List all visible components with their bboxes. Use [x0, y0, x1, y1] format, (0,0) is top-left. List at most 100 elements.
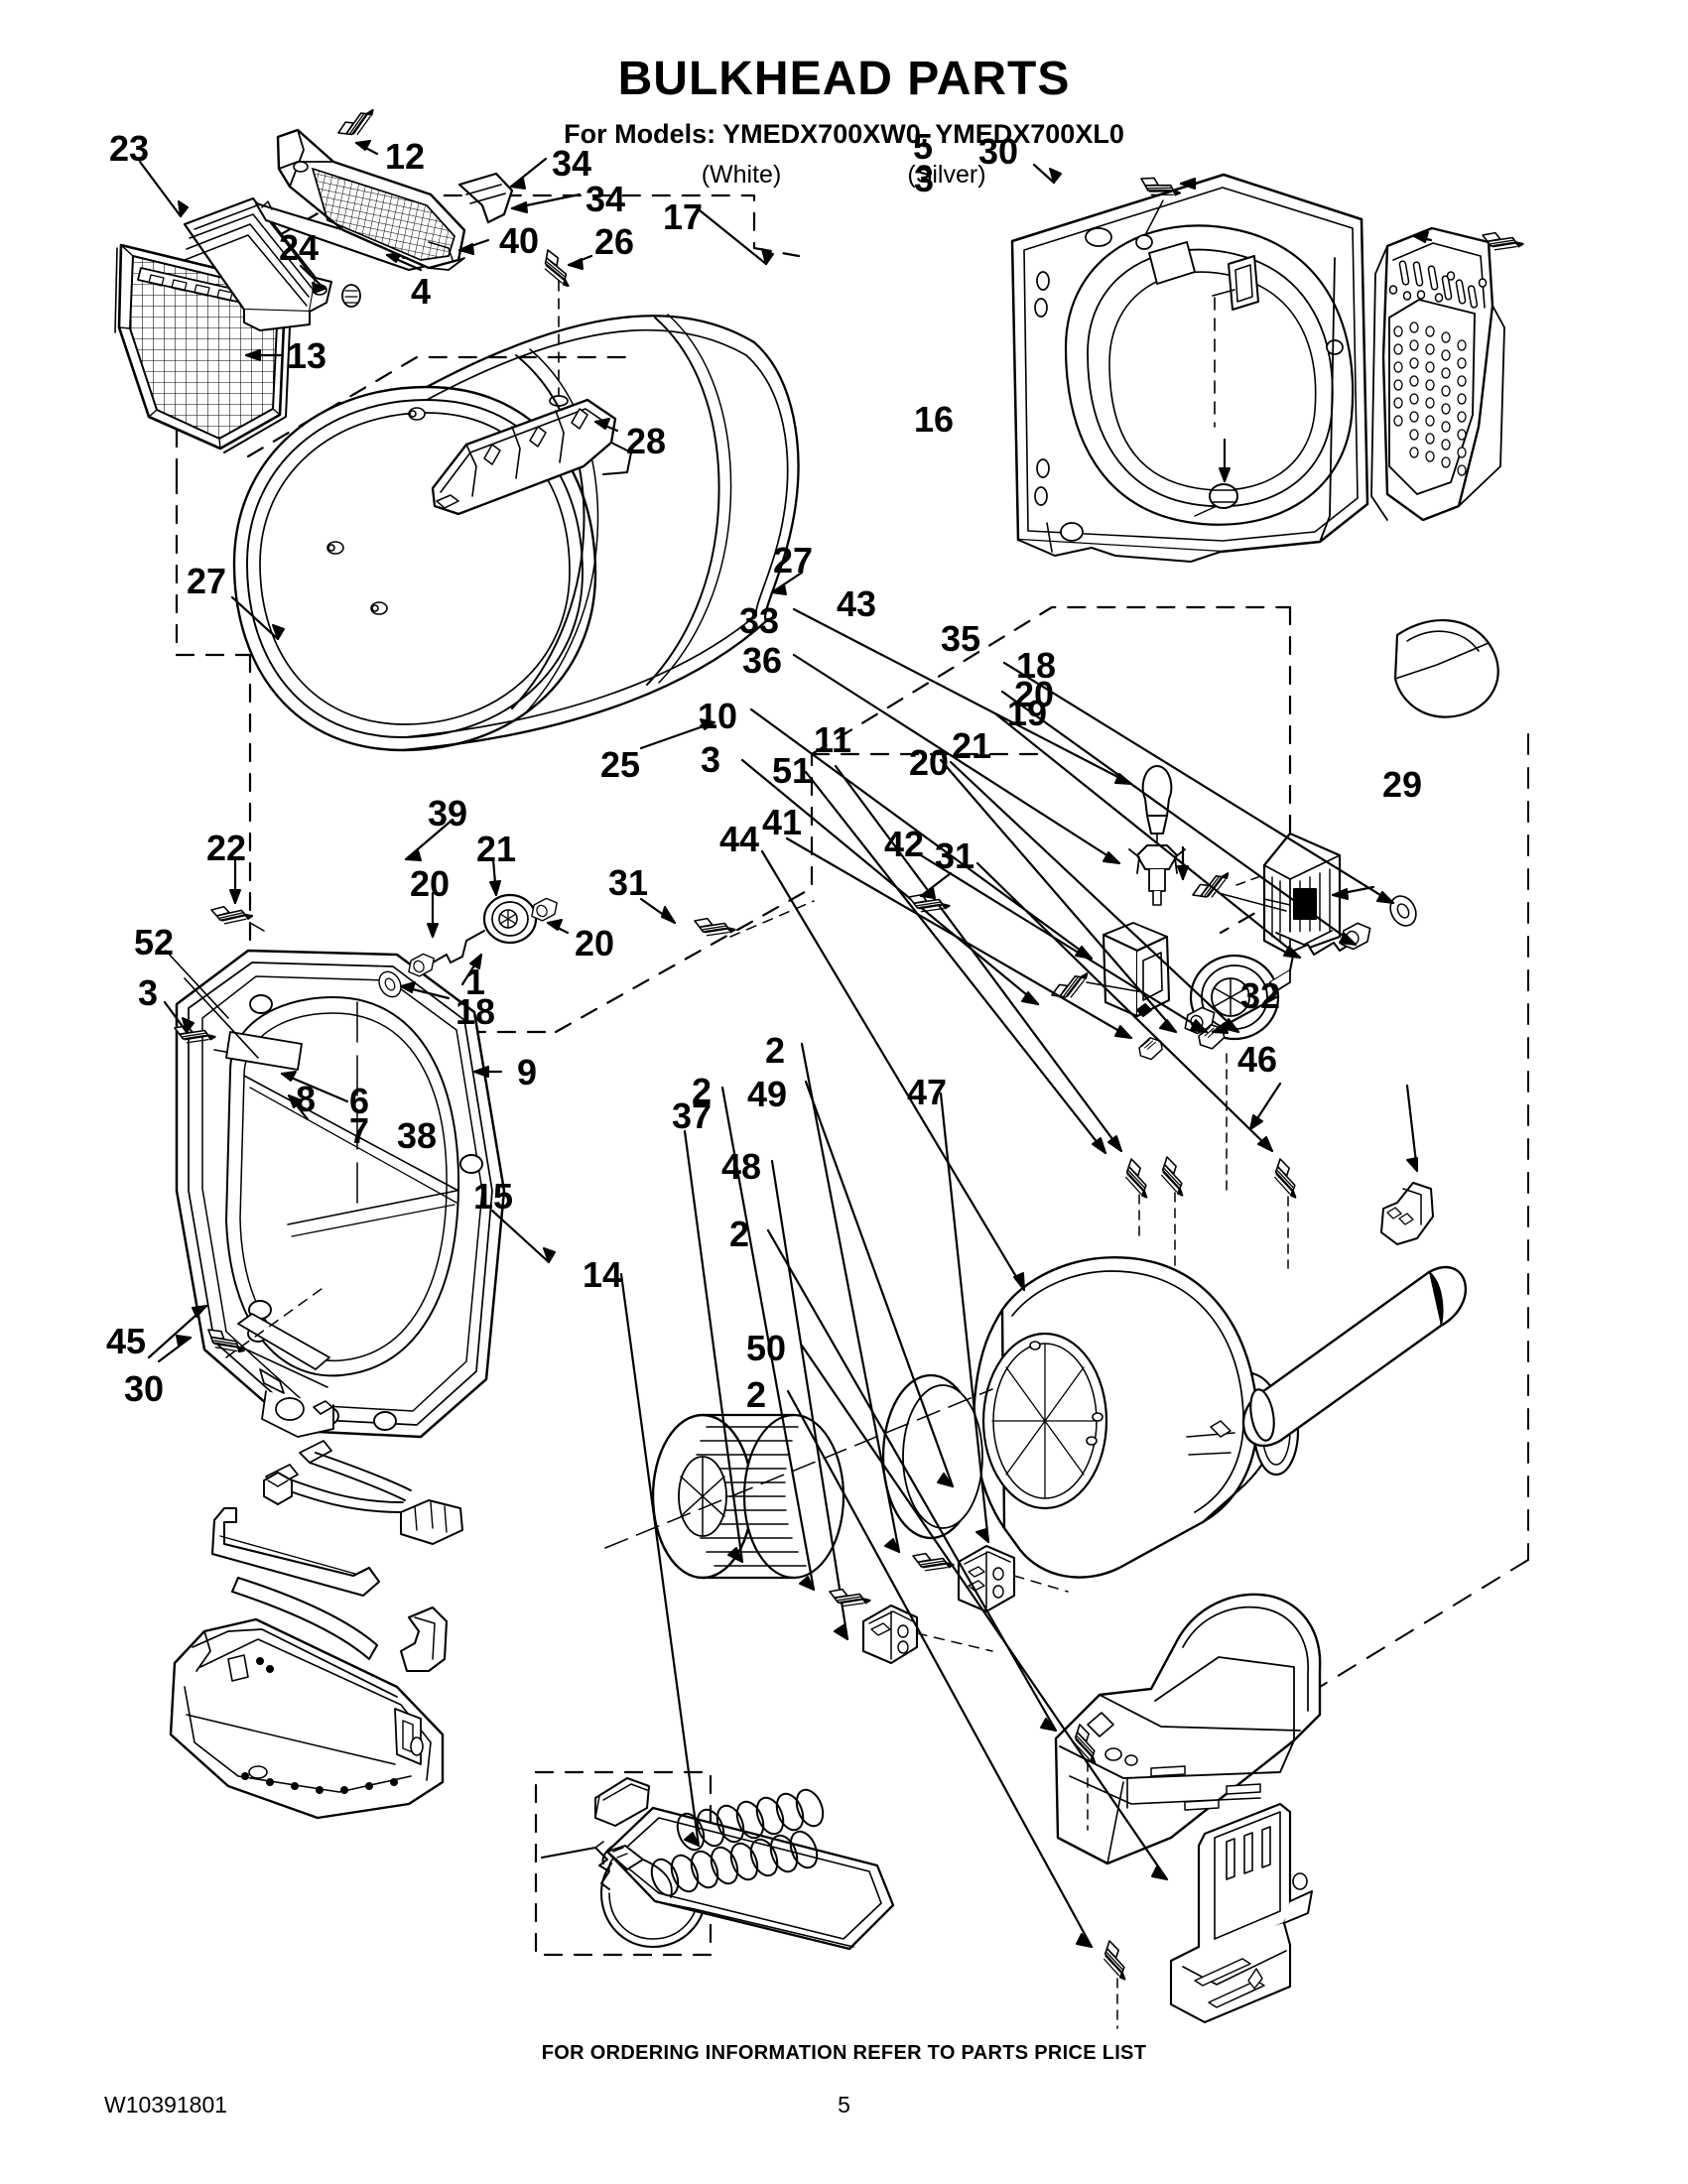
callout-number-5: 5	[913, 126, 934, 167]
callout-number-28: 28	[626, 421, 667, 461]
callout-number-8: 8	[296, 1079, 317, 1119]
bulkhead-nut-icon	[263, 1472, 293, 1505]
heating-element-icon	[605, 1788, 895, 1951]
page-title: BULKHEAD PARTS	[617, 53, 1071, 105]
callout-number-51: 51	[772, 750, 813, 791]
front-bulkhead-bottom-icon	[169, 1617, 445, 1820]
callout-number-3: 3	[701, 739, 721, 780]
callout-number-18: 18	[1016, 645, 1057, 686]
callout-number-15: 15	[473, 1176, 514, 1217]
callout-number-45: 45	[106, 1321, 147, 1361]
callout-number-50: 50	[746, 1328, 787, 1368]
lint-filter-grille-icon	[276, 128, 466, 271]
callout-number-31: 31	[608, 862, 649, 903]
high-limit-thermostat-icon	[861, 1604, 993, 1665]
callout-number-29: 29	[1382, 764, 1423, 805]
callout-number-34: 34	[552, 143, 592, 184]
callout-number-39: 39	[428, 793, 468, 834]
callout-number-33: 33	[739, 600, 780, 641]
callout-number-2: 2	[765, 1030, 786, 1071]
callout-number-20: 20	[575, 923, 615, 964]
finish-labels: (White) (Silver)	[0, 161, 1688, 190]
callout-number-16: 16	[914, 399, 955, 440]
document-number: W10391801	[104, 2092, 228, 2118]
callout-number-42: 42	[884, 824, 925, 864]
exhaust-duct-icon	[1241, 1265, 1468, 1448]
callout-number-40: 40	[499, 220, 540, 261]
rear-bulkhead-icon	[1010, 173, 1369, 563]
callout-number-38: 38	[397, 1115, 438, 1156]
finish-silver-label: (Silver)	[907, 161, 986, 189]
callout-number-22: 22	[206, 828, 247, 868]
callout-number-19: 19	[1007, 693, 1048, 733]
drum-icon	[232, 314, 800, 752]
thermistor-icon	[1128, 844, 1186, 906]
callout-number-12: 12	[385, 136, 426, 177]
callout-number-37: 37	[672, 1095, 713, 1136]
duct-clip-icon	[1380, 1182, 1434, 1245]
callout-number-3: 3	[138, 972, 159, 1013]
callout-number-17: 17	[663, 196, 704, 237]
callout-number-21: 21	[476, 829, 517, 869]
ordering-note: FOR ORDERING INFORMATION REFER TO PARTS …	[541, 2042, 1147, 2064]
callout-number-30: 30	[124, 1368, 165, 1409]
heater-bracket-icon	[1169, 1802, 1313, 2024]
callout-number-13: 13	[287, 335, 327, 376]
callout-number-14: 14	[583, 1254, 623, 1295]
perforated-vent-panel-icon	[1370, 226, 1505, 522]
callout-number-20: 20	[410, 863, 451, 904]
models-line: For Models: YMEDX700XW0, YMEDX700XL0	[564, 119, 1124, 149]
callout-number-30: 30	[978, 131, 1019, 172]
idler-pulley-icon	[432, 893, 538, 964]
callout-number-47: 47	[907, 1072, 948, 1112]
callout-number-18: 18	[455, 991, 496, 1032]
callout-number-26: 26	[594, 221, 635, 262]
callout-number-23: 23	[109, 128, 150, 169]
callout-number-20: 20	[1014, 674, 1055, 714]
callout-number-46: 46	[1237, 1039, 1278, 1080]
callout-number-21: 21	[952, 725, 992, 766]
callout-number-31: 31	[935, 835, 975, 876]
front-seal-icon	[230, 1576, 379, 1661]
drum-baffle-icon	[431, 398, 632, 516]
callout-number-34: 34	[585, 179, 626, 219]
callout-number-32: 32	[1240, 975, 1281, 1016]
filter-seal-icon	[457, 172, 514, 224]
callout-number-52: 52	[134, 922, 175, 963]
callout-number-9: 9	[517, 1052, 538, 1092]
callout-number-2: 2	[729, 1214, 750, 1254]
heater-duct-icon	[1054, 1593, 1322, 1865]
blower-wheel-icon	[651, 1413, 845, 1580]
callout-number-20: 20	[909, 742, 950, 783]
thermal-fuse-icon	[1141, 765, 1173, 892]
callout-number-35: 35	[941, 618, 981, 659]
callout-number-48: 48	[721, 1146, 762, 1187]
callout-number-6: 6	[349, 1081, 370, 1121]
callout-number-11: 11	[814, 719, 852, 760]
callout-number-24: 24	[279, 227, 320, 268]
callout-number-2: 2	[692, 1071, 713, 1111]
front-trim-icon	[210, 1506, 381, 1598]
callout-number-2: 2	[746, 1374, 767, 1415]
callout-number-25: 25	[600, 744, 641, 785]
page-number: 5	[838, 2092, 850, 2118]
callout-number-27: 27	[187, 561, 227, 601]
callout-number-36: 36	[742, 640, 783, 681]
callout-number-49: 49	[747, 1074, 788, 1114]
callout-number-7: 7	[349, 1110, 370, 1151]
blower-outlet-duct-icon	[399, 1606, 449, 1673]
wire-harness-icon	[265, 1440, 463, 1545]
filter-housing-icon	[183, 196, 429, 331]
callout-number-10: 10	[698, 696, 738, 736]
callout-number-41: 41	[762, 802, 803, 842]
callout-number-1: 1	[465, 962, 486, 1002]
callout-number-43: 43	[837, 583, 877, 624]
finish-white-label: (White)	[701, 161, 782, 189]
cycling-thermostat-icon	[1262, 832, 1342, 957]
callout-number-44: 44	[719, 819, 760, 859]
front-bulkhead-icon	[175, 949, 506, 1439]
callout-number-4: 4	[411, 271, 432, 312]
callout-number-3: 3	[914, 159, 935, 199]
